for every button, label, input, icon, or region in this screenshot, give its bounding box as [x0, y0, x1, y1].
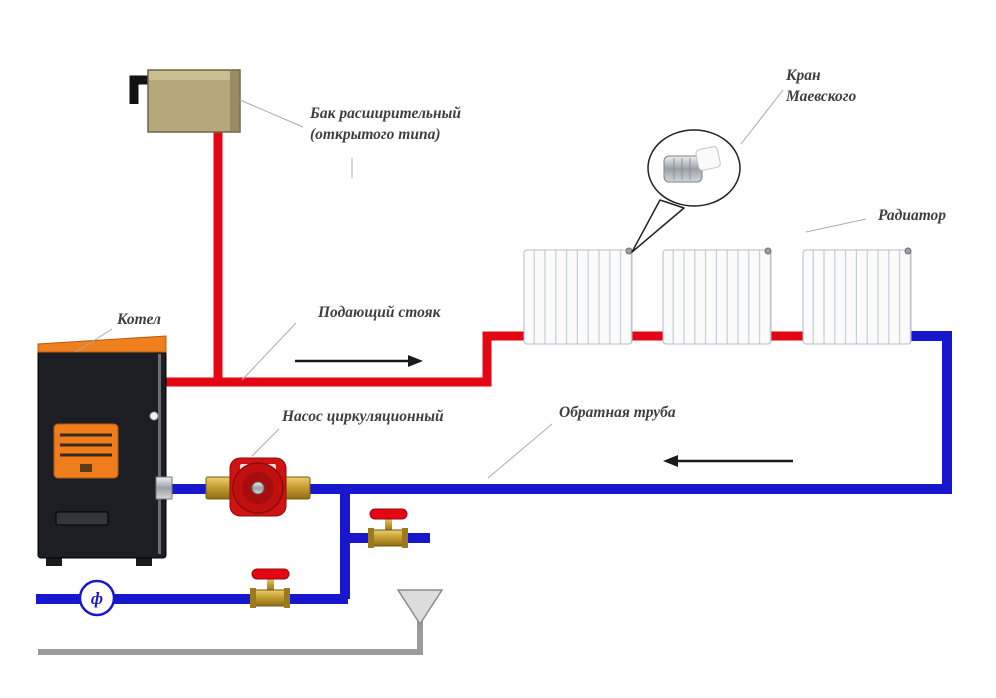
pump-hub-screw — [251, 481, 265, 495]
valve-nut-right — [284, 588, 290, 608]
leader-supply — [241, 322, 297, 381]
boiler-badge — [80, 464, 92, 472]
valve-handle — [369, 508, 408, 520]
boiler-door-grate — [60, 433, 112, 457]
mayevsky-callout — [631, 129, 741, 253]
radiator-body — [662, 249, 772, 345]
label-expansion-tank-line1: Бак расширительный — [309, 105, 461, 122]
boiler-return-fitting — [155, 476, 173, 500]
label-radiator: Радиатор — [878, 207, 946, 224]
boiler-top — [37, 335, 167, 353]
mayevsky-valve-body — [663, 155, 703, 183]
supply-flow-arrow — [295, 355, 423, 367]
return-flow-arrow — [663, 455, 793, 467]
boiler-gauge-dot — [149, 411, 159, 421]
valve-nut-right — [402, 528, 408, 548]
label-mayevsky-line2: Маевского — [785, 88, 857, 105]
callout-tail — [631, 199, 685, 253]
tank-top-face — [149, 71, 239, 80]
boiler-ash-handle — [55, 511, 109, 526]
return-pipe-run — [160, 331, 952, 494]
label-expansion-tank-line2: (открытого типа) — [310, 126, 441, 143]
labels: Бак расширительный (открытого типа) Кран… — [116, 67, 946, 425]
leader-return — [487, 423, 553, 479]
label-pump: Насос циркуляционный — [281, 408, 444, 425]
leader-radiator — [805, 218, 867, 233]
boiler-edge-highlight — [158, 354, 161, 554]
drain-pipe — [38, 589, 444, 655]
expansion-tank — [129, 69, 241, 133]
label-boiler: Котел — [116, 311, 161, 328]
valve-body — [251, 589, 289, 607]
leader-lines — [75, 89, 867, 479]
sewer-line — [38, 618, 423, 655]
air-vent-icon — [625, 247, 633, 255]
mayevsky-valve-cap — [695, 146, 721, 171]
radiator-3 — [802, 247, 912, 345]
filter-circle — [78, 579, 116, 617]
valve-stem — [385, 518, 392, 532]
leader-mayevsky — [740, 89, 784, 145]
valve-nut-left — [368, 528, 374, 548]
funnel-icon — [396, 589, 444, 626]
pump-union-left — [205, 476, 233, 500]
tank-body — [147, 69, 241, 133]
valve-handle — [251, 568, 290, 580]
radiator-body — [523, 249, 633, 345]
pump-union-right — [283, 476, 311, 500]
valve-body — [369, 529, 407, 547]
leader-tank — [239, 99, 304, 128]
valve-stem — [267, 578, 274, 592]
ball-valve-drain — [368, 508, 408, 548]
valve-nut-left — [250, 588, 256, 608]
label-mayevsky-line1: Кран — [785, 67, 821, 84]
tank-side-face — [230, 71, 239, 131]
label-supply-riser: Подающий стояк — [317, 304, 442, 321]
ball-valve-makeup — [250, 568, 290, 608]
boiler-door — [53, 423, 119, 479]
radiator-body — [802, 249, 912, 345]
filter-letter: ф — [91, 589, 103, 608]
circulation-pump — [205, 457, 311, 517]
air-vent-icon — [904, 247, 912, 255]
filter-symbol: ф — [78, 579, 116, 617]
arrow-head-right-icon — [408, 355, 423, 367]
boiler — [37, 335, 173, 566]
leader-pump — [251, 428, 280, 457]
radiator-1 — [523, 247, 633, 345]
label-return-pipe: Обратная труба — [559, 404, 676, 421]
tank-spout — [129, 75, 150, 104]
arrow-head-left-icon — [663, 455, 678, 467]
radiator-2 — [662, 247, 772, 345]
air-vent-icon — [764, 247, 772, 255]
leader-boiler — [75, 328, 113, 353]
